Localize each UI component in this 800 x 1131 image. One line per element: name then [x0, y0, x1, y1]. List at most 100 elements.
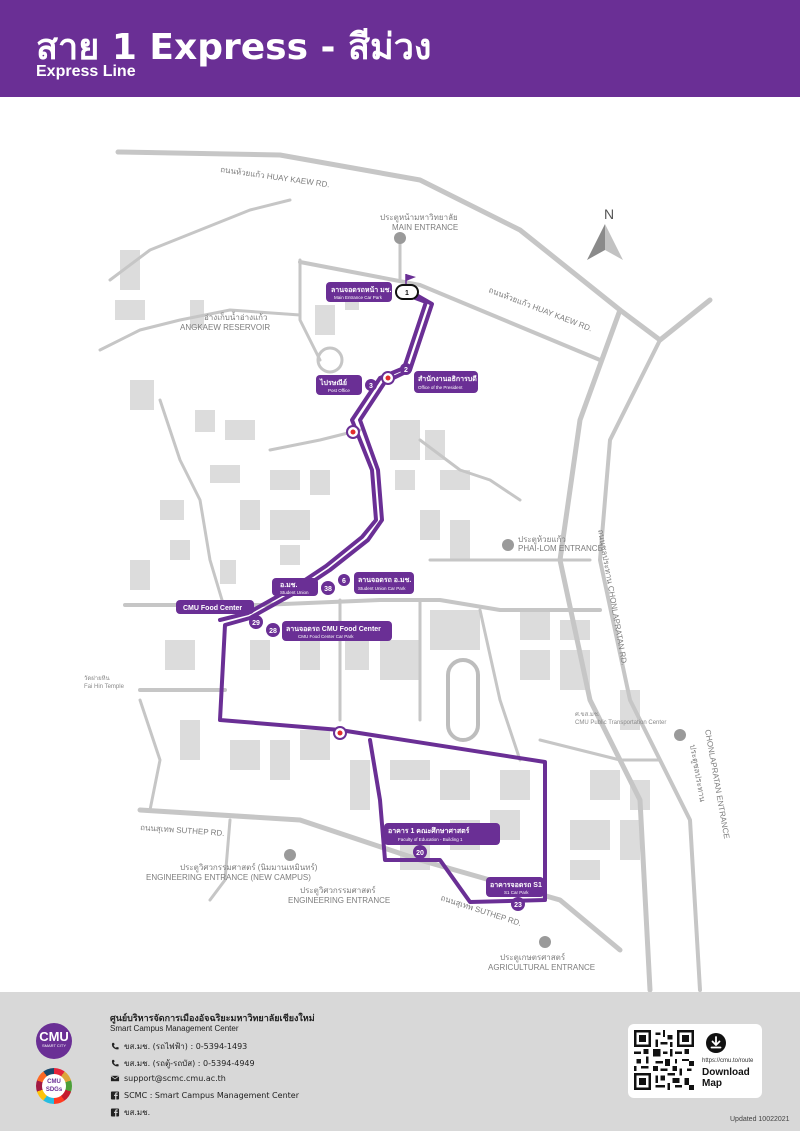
stop-name-en: Office of the President [418, 385, 463, 390]
road-label-suthep-left: ถนนสุเทพ SUTHEP RD. [140, 823, 225, 838]
download-map-card[interactable]: https://cmu.to/route Download Map [628, 1024, 762, 1098]
transport-center-label-th: ศ.ขส.มช. [575, 711, 600, 718]
gate-arrow-icon [284, 849, 296, 861]
reservoir-label-th: อ่างเก็บน้ำอ่างแก้ว [204, 311, 268, 322]
stop-name-th: อ.มช. [280, 582, 298, 589]
gate-label-th: ประตูหน้ามหาวิทยาลัย [380, 213, 458, 223]
updated-date: Updated 10022021 [730, 1116, 790, 1123]
compass-icon: N [587, 206, 623, 260]
road-label-huay-kaew-right: ถนนห้วยแก้ว HUAY KAEW RD. [487, 285, 593, 333]
stop-name-en: Faculty of Education - Building 1 [398, 837, 463, 842]
gate-label-th: ประตูวิศวกรรมศาสตร์ [300, 885, 376, 896]
compass-label: N [604, 206, 614, 222]
center-name-th: ศูนย์บริหารจัดการเมืองอัจฉริยะมหาวิทยาลั… [110, 1014, 315, 1024]
stop-number: 1 [405, 290, 409, 297]
stop-23-marker[interactable]: 23 อาคารจอดรถ S1 S1 Car Park [486, 877, 544, 911]
download-map-label[interactable]: Download Map [702, 1067, 750, 1089]
download-icon[interactable] [706, 1033, 726, 1053]
gate-label-th: ประตูชลประทาน [687, 744, 707, 803]
contact-text: SCMC : Smart Campus Management Center [124, 1091, 299, 1100]
stop-number: 3 [369, 383, 373, 390]
stop-2-marker[interactable]: 2 สำนักงานอธิการบดี Office of the Presid… [400, 363, 478, 393]
contact-text: ขส.มช. [124, 1108, 151, 1117]
contact-facebook-cmu-transit[interactable]: ขส.มช. [110, 1106, 150, 1119]
stop-38-marker[interactable]: 38 อ.มช. Student Union [272, 578, 335, 596]
gate-label-th: ประตูห้วยแก้ว [518, 535, 566, 545]
stop-name-th: CMU Food Center [183, 605, 242, 612]
phone-icon [111, 1059, 119, 1067]
stop-20-marker[interactable]: 20 อาคาร 1 คณะศึกษาศาสตร์ Faculty of Edu… [384, 823, 500, 859]
stop-number: 6 [342, 578, 346, 585]
qr-code[interactable] [634, 1030, 694, 1090]
contact-phone-bus[interactable]: ขส.มช. (รถตู้-รถบัส) : 0-5394-4949 [110, 1057, 255, 1070]
stop-name-en: Student Union [280, 590, 309, 595]
contact-text: support@scmc.cmu.ac.th [124, 1074, 226, 1083]
stop-name-en: Post Office [328, 388, 350, 393]
gate-label-en: ENGINEERING ENTRANCE [288, 896, 390, 905]
stop-name-th: ลานจอดรถ อ.มช. [358, 577, 411, 584]
email-icon [110, 1075, 120, 1082]
qr-url: https://cmu.to/route [702, 1058, 754, 1064]
temple-label-en: Fai Hin Temple [84, 684, 125, 690]
gate-label-th: ประตูเกษตรศาสตร์ [500, 952, 566, 963]
gate-label-en: AGRICULTURAL ENTRANCE [488, 963, 595, 972]
stop-28-marker[interactable]: 28 ลานจอดรถ CMU Food Center CMU Food Cen… [266, 621, 392, 641]
route-roundabouts [333, 371, 395, 740]
gate-engineering-new: ประตูวิศวกรรมศาสตร์ (นิมมานเหมินทร์) ENG… [146, 849, 318, 882]
gate-label-en: CHONLAPRATAN ENTRANCE [703, 729, 731, 840]
stop-29-marker[interactable]: 29 CMU Food Center [176, 600, 263, 629]
contact-email[interactable]: support@scmc.cmu.ac.th [110, 1074, 226, 1083]
stop-name-th: สำนักงานอธิการบดี [418, 375, 477, 383]
stop-name-th: ลานจอดรถ CMU Food Center [286, 626, 381, 633]
gate-label-th: ประตูวิศวกรรมศาสตร์ (นิมมานเหมินทร์) [180, 862, 318, 873]
stop-6-marker[interactable]: 6 ลานจอดรถ อ.มช. Student Union Car Park [338, 572, 414, 594]
stop-number: 2 [404, 367, 408, 374]
facebook-icon [110, 1091, 120, 1100]
stop-name-th: ไปรษณีย์ [319, 378, 347, 387]
stop-1-marker[interactable]: 1 ลานจอดรถหน้า มช. Main Entrance Car Par… [326, 282, 419, 302]
stop-number: 23 [514, 902, 522, 909]
reservoir-label-en: ANGKAEW RESERVOIR [180, 323, 270, 332]
stop-name-th: ลานจอดรถหน้า มช. [331, 285, 391, 294]
contact-phone-ev[interactable]: ขส.มช. (รถไฟฟ้า) : 0-5394-1493 [110, 1040, 247, 1053]
gate-arrow-icon [502, 539, 514, 551]
contact-facebook-scmc[interactable]: SCMC : Smart Campus Management Center [110, 1091, 299, 1100]
gate-label-en: MAIN ENTRANCE [392, 223, 458, 232]
temple-label-th: วัดฝายหิน [84, 675, 110, 682]
stop-name-th: อาคารจอดรถ S1 [490, 882, 542, 889]
stop-name-en: CMU Food Center Car Park [298, 634, 354, 639]
road-label-huay-kaew-top: ถนนห้วยแก้ว HUAY KAEW RD. [220, 165, 330, 189]
cmu-sdgs-logo: CMU SDGs [36, 1068, 72, 1104]
center-name-en: Smart Campus Management Center [110, 1024, 239, 1033]
sdg-logo-text: CMU SDGs [42, 1074, 66, 1098]
page-title: สาย 1 Express - สีม่วง [36, 27, 432, 68]
stop-number: 20 [416, 850, 424, 857]
gate-main-entrance: ประตูหน้ามหาวิทยาลัย MAIN ENTRANCE [380, 213, 458, 244]
road-network [98, 149, 713, 992]
logo-text: CMU [39, 1029, 69, 1044]
header-bar: สาย 1 Express - สีม่วง Express Line [0, 0, 800, 97]
stop-number: 38 [324, 586, 332, 593]
cmu-smart-city-logo: CMU SMART CITY [36, 1023, 72, 1059]
transport-center-label-en: CMU Public Transportation Center [575, 720, 666, 726]
gate-arrow-icon [539, 936, 551, 948]
phone-icon [111, 1042, 119, 1050]
stop-name-en: S1 Car Park [504, 890, 529, 895]
roundabout-circle [316, 346, 344, 374]
page-subtitle: Express Line [36, 63, 136, 80]
stop-3-marker[interactable]: 3 ไปรษณีย์ Post Office [316, 375, 377, 395]
gate-label-en: PHAI-LOM ENTRANCE [518, 544, 603, 553]
gate-engineering: ประตูวิศวกรรมศาสตร์ ENGINEERING ENTRANCE [288, 885, 390, 905]
gate-agricultural: ประตูเกษตรศาสตร์ AGRICULTURAL ENTRANCE [488, 936, 595, 972]
gate-arrow-icon [394, 232, 406, 244]
stop-name-th: อาคาร 1 คณะศึกษาศาสตร์ [388, 826, 470, 835]
contact-text: ขส.มช. (รถตู้-รถบัส) : 0-5394-4949 [124, 1059, 255, 1068]
stop-number: 29 [252, 620, 260, 627]
track-oval [446, 658, 480, 742]
road-label-suthep-right: ถนนสุเทพ SUTHEP RD. [439, 893, 522, 928]
gate-phai-lom: ประตูห้วยแก้ว PHAI-LOM ENTRANCE [502, 535, 603, 553]
stop-name-en: Main Entrance Car Park [334, 295, 383, 300]
gate-label-en: ENGINEERING ENTRANCE (NEW CAMPUS) [146, 873, 311, 882]
stop-name-en: Student Union Car Park [358, 586, 406, 591]
contact-text: ขส.มช. (รถไฟฟ้า) : 0-5394-1493 [124, 1042, 248, 1051]
